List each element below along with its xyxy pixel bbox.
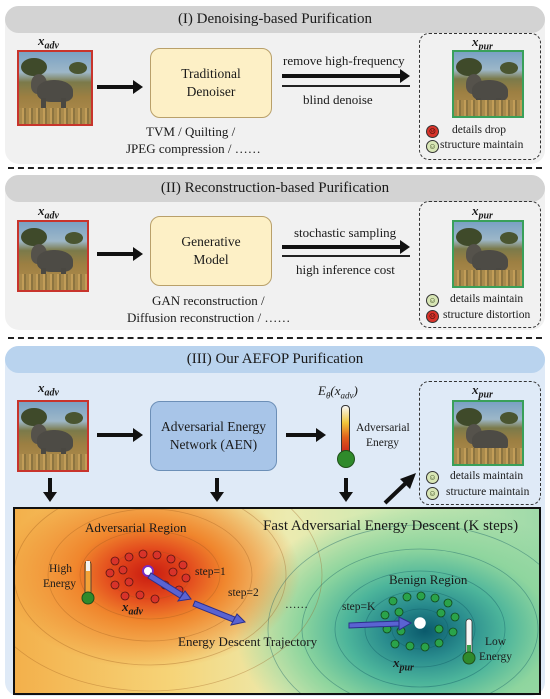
panel-denoising-title: (I) Denoising-based Purification: [5, 6, 545, 33]
divider-line: [282, 255, 410, 257]
methods-line1: TVM / Quilting /: [146, 124, 236, 139]
outcome-1: details maintain: [450, 470, 524, 482]
landscape-title: Fast Adversarial Energy Descent (K steps…: [263, 518, 519, 534]
generative-model-box: Generative Model: [150, 216, 272, 286]
arrow-right: [286, 428, 326, 442]
high-energy-line1: High: [49, 563, 72, 575]
module-label-line2: Network (AEN): [169, 437, 258, 452]
aen-box: Adversarial Energy Network (AEN): [150, 401, 277, 471]
module-label-line2: Model: [193, 252, 229, 267]
step-1-label: step=1: [195, 566, 226, 578]
section-divider: [8, 337, 542, 339]
trajectory-label: Energy Descent Trajectory: [178, 634, 318, 649]
arrow-down: [339, 478, 353, 502]
arrow-right: [282, 69, 410, 83]
ellipsis-label: ……: [285, 599, 308, 611]
adversarial-samples: [105, 549, 191, 604]
output-dashed-box: [419, 381, 541, 505]
step-k-label: step=K: [342, 601, 376, 613]
thermometer-bulb: [337, 450, 355, 468]
arrow-right: [282, 240, 410, 254]
outcome-2: structure maintain: [440, 139, 524, 151]
arrow-right: [97, 80, 143, 94]
energy-function-label: Eθ(xadv): [318, 383, 358, 401]
adversarial-image: [17, 50, 93, 126]
outcome-2: structure maintain: [446, 486, 530, 498]
input-var-label: xadv: [38, 203, 59, 222]
low-energy-line1: Low: [485, 636, 507, 648]
divider-line: [282, 85, 410, 87]
outcome-2: structure distortion: [443, 309, 531, 321]
adversarial-image: [17, 400, 89, 472]
pur-sample-label: xpur: [393, 655, 414, 674]
section-divider: [8, 167, 542, 169]
panel-reconstruction-title: (II) Reconstruction-based Purification: [5, 175, 545, 202]
output-var-label: xpur: [472, 382, 493, 401]
adv-sample-label: xadv: [122, 599, 143, 618]
input-var-label: xadv: [38, 33, 59, 52]
arrow-diagonal: [383, 473, 416, 505]
high-energy-thermometer: [81, 560, 95, 605]
sad-face-icon: ☹: [426, 125, 439, 138]
arrow-bottom-label: high inference cost: [296, 262, 395, 277]
purified-image: [452, 400, 524, 466]
therm-label-line2: Energy: [366, 437, 400, 449]
module-label-line1: Adversarial Energy: [160, 419, 267, 435]
arrow-down: [210, 478, 224, 502]
arrow-down: [43, 478, 57, 502]
purified-image: [452, 220, 524, 288]
happy-face-icon: ☺: [426, 487, 439, 500]
module-label-line1: Traditional: [181, 66, 241, 82]
module-label-line2: Denoiser: [186, 84, 236, 99]
methods-line1: GAN reconstruction /: [152, 293, 265, 308]
step-2-label: step=2: [228, 587, 259, 599]
output-var-label: xpur: [472, 203, 493, 222]
benign-region-label: Benign Region: [389, 572, 468, 587]
arrow-top-label: remove high-frequency: [283, 53, 405, 68]
low-energy-line2: Energy: [479, 651, 513, 663]
outcome-1: details drop: [452, 124, 506, 136]
high-energy-line2: Energy: [43, 578, 77, 590]
pur-end-point: [414, 617, 426, 629]
happy-face-icon: ☺: [426, 471, 439, 484]
energy-landscape: Fast Adversarial Energy Descent (K steps…: [13, 507, 541, 695]
sad-face-icon: ☹: [426, 310, 439, 323]
purified-image: [452, 50, 524, 118]
output-dashed-box: [419, 33, 541, 160]
happy-face-icon: ☺: [426, 294, 439, 307]
therm-label-line1: Adversarial: [356, 422, 410, 434]
arrow-right: [97, 247, 143, 261]
panel-aefop-title: (III) Our AEFOP Purification: [5, 346, 545, 373]
adversarial-image: [17, 220, 89, 292]
output-var-label: xpur: [472, 34, 493, 53]
methods-line2: Diffusion reconstruction / ……: [127, 310, 291, 325]
thermometer-icon: [341, 405, 350, 455]
happy-face-icon: ☺: [426, 140, 439, 153]
adversarial-region-label: Adversarial Region: [85, 520, 187, 535]
descent-trajectory: [147, 572, 413, 631]
low-energy-thermometer: [462, 618, 476, 665]
output-dashed-box: [419, 201, 541, 328]
arrow-right: [97, 428, 143, 442]
outcome-1: details maintain: [450, 293, 524, 305]
arrow-top-label: stochastic sampling: [294, 225, 397, 240]
module-label-line1: Generative: [181, 234, 241, 250]
landscape-overlay: [15, 509, 539, 693]
traditional-denoiser-box: Traditional Denoiser: [150, 48, 272, 118]
arrow-bottom-label: blind denoise: [303, 92, 373, 107]
methods-line2: JPEG compression / ……: [126, 141, 261, 156]
input-var-label: xadv: [38, 380, 59, 399]
